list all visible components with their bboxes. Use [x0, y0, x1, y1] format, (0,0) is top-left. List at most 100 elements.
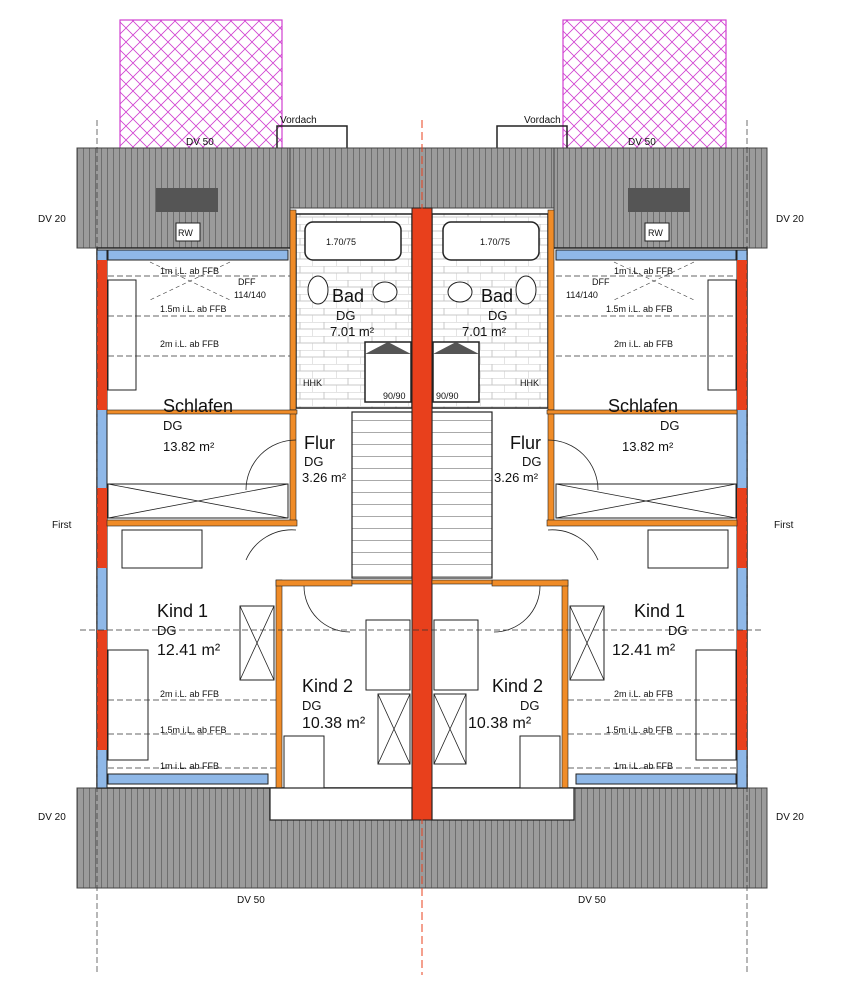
wardrobe-schlafen-left-cross: [107, 483, 289, 519]
room-area-schlafen-left: 13.82 m²: [163, 439, 215, 454]
basin-right: [447, 281, 473, 303]
label-dv50-top-right: DV 50: [628, 137, 656, 148]
wardrobe-kind2-right-cross: [433, 693, 467, 765]
label-dv50-top-left: DV 50: [186, 137, 214, 148]
room-area-bad-right: 7.01 m²: [462, 324, 507, 339]
door-swing-kind2-right: [493, 585, 541, 633]
label-hhk-left: HHK: [303, 378, 322, 388]
label-h15m-bottom-left: 1.5m i.L. ab FFB: [160, 725, 227, 735]
room-level-flur-right: DG: [522, 454, 542, 469]
room-level-schlafen-right: DG: [660, 418, 680, 433]
bed-kind2-left: [365, 619, 411, 691]
room-level-kind2-left: DG: [302, 698, 322, 713]
kind2-bay-right: [431, 787, 575, 821]
label-h1m-bottom-left: 1m i.L. ab FFB: [160, 761, 219, 771]
bed-schlafen-right: [707, 279, 737, 391]
room-name-kind2-left: Kind 2: [302, 676, 353, 696]
bathtub-right: [442, 221, 540, 261]
ceiling-lines: [80, 120, 764, 975]
outer-wall-right-red-2: [737, 488, 747, 568]
label-rw-right: RW: [648, 228, 663, 238]
desk-kind1-left: [121, 529, 203, 569]
room-level-kind2-right: DG: [520, 698, 540, 713]
room-name-kind1-right: Kind 1: [634, 601, 685, 621]
outer-wall-right-red-3: [737, 630, 747, 750]
room-area-flur-right: 3.26 m²: [494, 470, 539, 485]
label-dff-left: DFF: [238, 277, 256, 287]
bed-schlafen-left: [107, 279, 137, 391]
rw-box-right: [644, 222, 670, 242]
room-level-schlafen-left: DG: [163, 418, 183, 433]
room-level-kind1-left: DG: [157, 623, 177, 638]
label-h15m-bottom-right: 1.5m i.L. ab FFB: [606, 725, 673, 735]
roof-window-left: [156, 188, 218, 212]
wardrobe-kind1-left-cross: [239, 605, 275, 681]
shower-right-roof: [433, 342, 479, 354]
label-vordach-right: Vordach: [524, 115, 561, 126]
door-swing-schlafen-left: [245, 439, 297, 491]
label-dff-size-left: 114/140: [234, 290, 266, 300]
party-wall: [411, 207, 433, 821]
label-dv50-bottom-right: DV 50: [578, 895, 606, 906]
room-area-bad-left: 7.01 m²: [330, 324, 375, 339]
room-level-bad-left: DG: [336, 308, 356, 323]
label-h2m-bottom-right: 2m i.L. ab FFB: [614, 689, 673, 699]
window-top-right: [555, 249, 737, 261]
room-name-flur-right: Flur: [510, 433, 541, 453]
label-shower-left: 90/90: [383, 391, 406, 401]
label-tub-left: 1.70/75: [326, 237, 356, 247]
room-area-schlafen-right: 13.82 m²: [622, 439, 674, 454]
room-name-kind1-left: Kind 1: [157, 601, 208, 621]
label-dv20-top-left: DV 20: [38, 214, 66, 225]
basin-left: [372, 281, 398, 303]
room-name-kind2-right: Kind 2: [492, 676, 543, 696]
label-hhk-right: HHK: [520, 378, 539, 388]
label-first-left: First: [52, 520, 72, 531]
wardrobe-schlafen-right-cross: [555, 483, 737, 519]
desk-kind1-right: [647, 529, 729, 569]
label-dv20-bottom-left: DV 20: [38, 812, 66, 823]
outer-wall-left-red-1: [97, 260, 107, 410]
room-area-kind1-left: 12.41 m²: [157, 642, 221, 659]
label-h15m-top-left: 1.5m i.L. ab FFB: [160, 304, 227, 314]
wardrobe-kind1-right-cross: [569, 605, 605, 681]
shower-left-roof: [365, 342, 411, 354]
room-level-bad-right: DG: [488, 308, 508, 323]
toilet-right: [515, 275, 537, 305]
label-dv20-bottom-right: DV 20: [776, 812, 804, 823]
room-name-schlafen-left: Schlafen: [163, 396, 233, 416]
label-h1m-bottom-right: 1m i.L. ab FFB: [614, 761, 673, 771]
room-name-schlafen-right: Schlafen: [608, 396, 678, 416]
room-level-kind1-right: DG: [668, 623, 688, 638]
bed-kind1-right: [695, 649, 737, 761]
kind2-bay-left: [269, 787, 413, 821]
room-area-kind2-left: 10.38 m²: [302, 715, 366, 732]
label-dff-size-right: 114/140: [566, 290, 598, 300]
door-swing-kind1-left: [245, 529, 297, 561]
label-h2m-top-right: 2m i.L. ab FFB: [614, 339, 673, 349]
toilet-left: [307, 275, 329, 305]
label-dv50-bottom-left: DV 50: [237, 895, 265, 906]
stairs-right: [431, 411, 493, 579]
dff-cross-left: [149, 261, 231, 301]
room-name-flur-left: Flur: [304, 433, 335, 453]
bed-kind2-right: [433, 619, 479, 691]
partitions-right: [431, 209, 738, 791]
door-swing-kind1-right: [547, 529, 599, 561]
wardrobe-kind2-left-cross: [377, 693, 411, 765]
room-area-kind1-right: 12.41 m²: [612, 642, 676, 659]
dff-cross-right: [613, 261, 695, 301]
room-level-flur-left: DG: [304, 454, 324, 469]
room-area-flur-left: 3.26 m²: [302, 470, 347, 485]
label-shower-right: 90/90: [436, 391, 459, 401]
outer-wall-left-red-3: [97, 630, 107, 750]
partitions-left: [106, 209, 413, 791]
room-area-kind2-right: 10.38 m²: [468, 715, 532, 732]
outer-wall-right-red-1: [737, 260, 747, 410]
label-h1m-top-left: 1m i.L. ab FFB: [160, 266, 219, 276]
outer-wall-left-red-2: [97, 488, 107, 568]
label-h2m-top-left: 2m i.L. ab FFB: [160, 339, 219, 349]
window-top-left: [107, 249, 289, 261]
label-tub-right: 1.70/75: [480, 237, 510, 247]
